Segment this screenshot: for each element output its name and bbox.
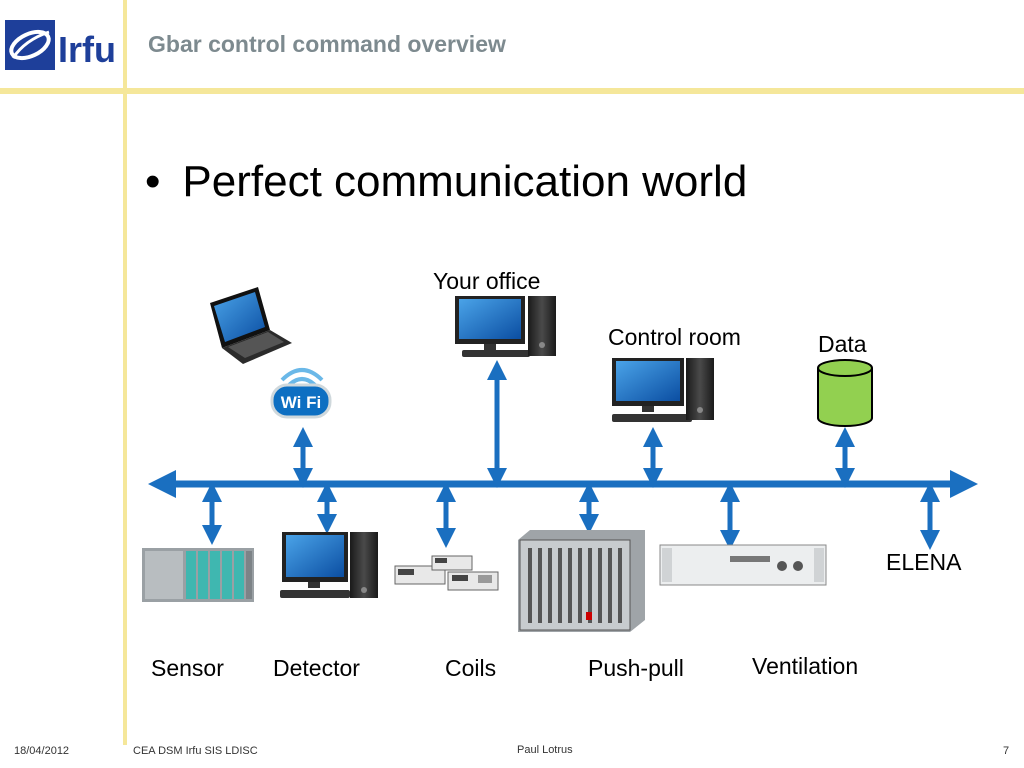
database-icon [817, 359, 873, 427]
footer-date: 18/04/2012 [14, 745, 70, 757]
label-ventilation: Ventilation [752, 653, 859, 679]
slide-title: Gbar control command overview [148, 31, 506, 57]
vertical-rule [123, 0, 127, 745]
label-sensor: Sensor [151, 655, 224, 681]
coils-modules-icon [394, 555, 499, 591]
sensor-plc-icon [142, 548, 254, 602]
irfu-logo: Irfu [5, 20, 117, 72]
wifi-icon: Wi Fi [270, 368, 332, 419]
footer-organization: CEA DSM Irfu SIS LDISC [133, 745, 258, 757]
horizontal-rule [0, 88, 1024, 94]
label-elena: ELENA [886, 549, 962, 575]
bus-connectors [202, 360, 940, 550]
label-coils: Coils [445, 655, 497, 681]
your-office-computer-icon [455, 296, 556, 357]
detector-computer-icon [280, 532, 378, 598]
label-control-room: Control room [608, 324, 741, 350]
bullet-point: • Perfect communication world [145, 157, 747, 207]
ventilation-unit-icon [659, 544, 827, 586]
label-detector: Detector [273, 655, 360, 681]
svg-text:Irfu: Irfu [58, 29, 116, 70]
push-pull-crate-icon [518, 530, 645, 632]
bullet-text: Perfect communication world [182, 157, 748, 206]
footer-author: Paul Lotrus [517, 744, 573, 756]
label-data: Data [818, 331, 867, 357]
page-number: 7 [1003, 745, 1010, 757]
wifi-label: Wi Fi [281, 393, 321, 412]
bullet-dot-icon: • [145, 157, 161, 206]
control-room-computer-icon [612, 358, 714, 422]
laptop-icon [210, 287, 292, 364]
label-your-office: Your office [433, 268, 541, 294]
label-push-pull: Push-pull [588, 655, 684, 681]
